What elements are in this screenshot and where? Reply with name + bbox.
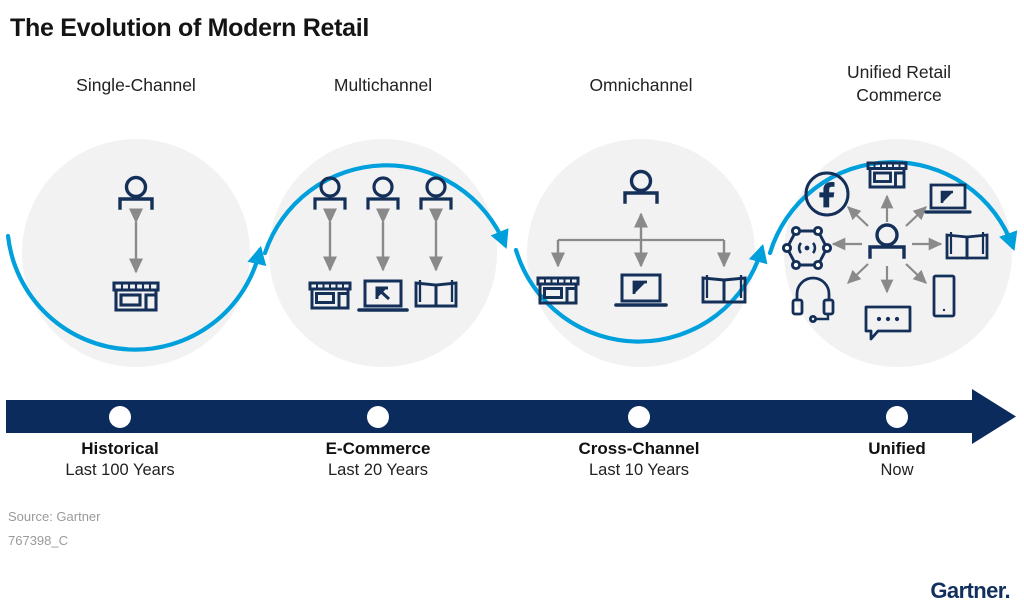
source-note: Source: Gartner xyxy=(8,509,101,524)
stage-heading-omnichannel: Omnichannel xyxy=(511,74,771,97)
milestone-name: E-Commerce xyxy=(325,439,431,458)
stage4-content xyxy=(781,161,989,341)
person-icon xyxy=(419,176,453,210)
stage-heading-line1: Omnichannel xyxy=(589,75,693,95)
stage-heading-line1: Single-Channel xyxy=(76,75,196,95)
chat-bubble-icon xyxy=(864,305,912,341)
milestone-period: Now xyxy=(880,461,914,480)
logo-dot: . xyxy=(1004,578,1010,603)
timeline-label-unified: Unified Now xyxy=(777,438,1017,482)
radial-arrow-up-right xyxy=(905,206,927,227)
radial-arrow-down-left xyxy=(847,263,869,284)
facebook-icon xyxy=(804,171,850,217)
timeline-label-historical: Historical Last 100 Years xyxy=(0,438,240,482)
store-icon xyxy=(308,281,352,310)
stage-circle-multichannel xyxy=(269,139,497,367)
laptop-icon xyxy=(357,279,409,312)
stage-heading-line2: Commerce xyxy=(856,84,942,105)
radial-arrow-down-right xyxy=(905,263,927,284)
stage-heading-multichannel: Multichannel xyxy=(253,74,513,97)
cyan-arc-connector-4 xyxy=(767,160,1018,256)
person-icon xyxy=(623,169,659,204)
radial-arrow-up-left xyxy=(847,206,869,227)
stage3-content xyxy=(536,169,747,307)
figure-id: 767398_C xyxy=(8,533,68,548)
cyan-arc-connector-2 xyxy=(262,163,509,256)
person-icon xyxy=(868,223,906,259)
laptop-icon xyxy=(614,273,668,307)
catalog-book-icon xyxy=(945,232,989,260)
stage-heading-single-channel: Single-Channel xyxy=(6,74,266,97)
timeline-label-cross-channel: Cross-Channel Last 10 Years xyxy=(519,438,759,482)
milestone-period: Last 10 Years xyxy=(589,461,689,480)
stage-heading-unified-retail-commerce: Unified Retail Commerce xyxy=(769,61,1024,107)
person-icon xyxy=(118,175,154,210)
mobile-phone-icon xyxy=(932,274,956,318)
milestone-period: Last 100 Years xyxy=(65,461,175,480)
timeline-dot-historical[interactable] xyxy=(109,406,131,428)
timeline-label-ecommerce: E-Commerce Last 20 Years xyxy=(258,438,498,482)
stage1-content xyxy=(112,175,160,312)
stage-circle-unified xyxy=(784,139,1012,367)
page-title: The Evolution of Modern Retail xyxy=(10,14,370,42)
stage-heading-line1: Unified Retail xyxy=(846,62,952,82)
stage-heading-line1: Multichannel xyxy=(333,75,433,95)
cyan-arc-connector-3 xyxy=(513,243,768,344)
stage2-content xyxy=(308,176,458,312)
timeline-arrow-shape xyxy=(6,389,1016,444)
stage-circle-single-channel xyxy=(22,139,250,367)
catalog-book-icon xyxy=(701,275,747,304)
timeline-bar xyxy=(6,389,1016,444)
logo-wordmark: Gartner xyxy=(930,578,1005,603)
catalog-book-icon xyxy=(414,280,458,308)
stage-circle-omnichannel xyxy=(527,139,755,367)
person-icon xyxy=(313,176,347,210)
timeline-dot-cross-channel[interactable] xyxy=(628,406,650,428)
store-icon xyxy=(866,161,908,189)
milestone-period: Last 20 Years xyxy=(328,461,428,480)
timeline-dot-unified[interactable] xyxy=(886,406,908,428)
store-icon xyxy=(112,281,160,312)
person-icon xyxy=(366,176,400,210)
iot-sensor-icon xyxy=(781,225,833,271)
milestone-name: Unified xyxy=(868,439,926,458)
milestone-name: Cross-Channel xyxy=(578,439,700,458)
cyan-arc-connector-1 xyxy=(5,233,267,352)
timeline-dot-ecommerce[interactable] xyxy=(367,406,389,428)
gartner-logo: Gartner. xyxy=(930,578,1010,604)
headset-icon xyxy=(791,276,835,323)
store-icon xyxy=(536,276,580,305)
milestone-name: Historical xyxy=(81,439,159,458)
laptop-icon xyxy=(924,183,972,214)
radial-arrows xyxy=(831,194,943,294)
